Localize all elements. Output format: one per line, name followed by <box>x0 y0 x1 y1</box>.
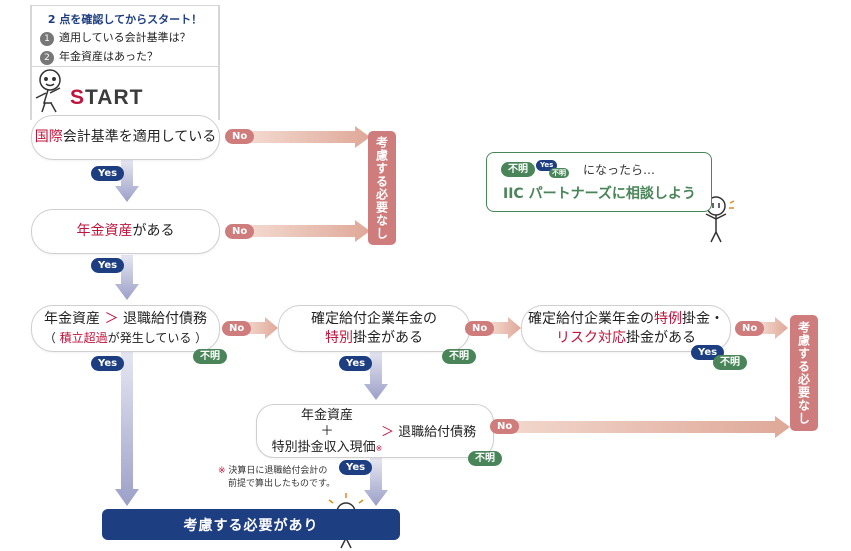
question-assets-vs-obligation: 年金資産 ＋ 特別掛金収入現価※ ＞ 退職給付債務 <box>256 404 494 458</box>
badge-no-q2: No <box>225 224 255 239</box>
note-mark: ※ <box>218 466 226 476</box>
q3-line1-b: 退職給付債務 <box>122 310 207 327</box>
badge-no-q6: No <box>490 419 520 434</box>
q6-line3: 特別掛金収入現価 <box>271 440 376 455</box>
consult-badge-unknown: 不明 <box>501 162 535 177</box>
q3-highlight: 積立超過 <box>59 330 108 345</box>
q3-open: （ <box>43 330 60 345</box>
header-item-1-text: 適用している会計基準は？ <box>59 31 191 44</box>
arrow-q4-no <box>490 317 521 339</box>
badge-unknown-q4: 不明 <box>442 349 476 364</box>
q5-highlight-1: 特例 <box>654 310 682 327</box>
badge-no-q4: No <box>465 321 495 336</box>
checklist-header: 2 点を確認してからスタート！ 1 適用している会計基準は？ 2 年金資産はあった？ <box>31 5 219 67</box>
start-character-icon <box>35 69 61 113</box>
badge-unknown-q3: 不明 <box>193 349 227 364</box>
q5-line1-b: 掛金・ <box>682 310 724 327</box>
q6-gt: ＞ <box>381 425 395 440</box>
q2-highlight: 年金資産 <box>76 223 133 239</box>
consult-badge-yes: Yes <box>536 160 558 171</box>
footnote: ※ 決算日に退職給付会計の 前提で算出したものです。 <box>218 465 335 491</box>
start-first-letter: S <box>70 86 86 109</box>
arrow-q2-no <box>250 220 370 242</box>
badge-no-q5: No <box>735 321 765 336</box>
start-label: START <box>70 86 143 110</box>
q2-text: がある <box>132 223 175 239</box>
question-ifrs: 国際会計基準を適用している <box>31 115 220 160</box>
header-item-1: 1 適用している会計基準は？ <box>40 29 210 46</box>
q1-text: 会計基準を適用している <box>62 129 217 145</box>
consult-box: 不明 Yes 不明 になったら… IIC パートナーズに相談しよう <box>486 152 712 212</box>
q1-highlight: 国際 <box>34 129 63 145</box>
q3-gt: ＞ <box>104 310 119 327</box>
note-line2: 前提で算出したものです。 <box>228 479 336 489</box>
consult-badge-unknown-small: 不明 <box>549 168 569 178</box>
badge-no-q3: No <box>222 321 252 336</box>
consult-title: IIC パートナーズに相談しよう <box>503 186 696 202</box>
badge-unknown-q6: 不明 <box>468 451 502 466</box>
q6-right-block: ＞ 退職給付債務 <box>381 423 476 442</box>
question-surplus: 年金資産 ＞ 退職給付債務 （ 積立超過が発生している ） <box>31 305 220 352</box>
arrow-q6-no <box>495 416 790 438</box>
question-special-contribution: 確定給付企業年金の 特別掛金がある <box>278 305 470 352</box>
outcome-none-top: 考慮する必要なし <box>368 131 396 245</box>
arrow-q5-no <box>760 317 788 339</box>
header-title: 2 点を確認してからスタート！ <box>47 13 203 26</box>
number-badge-2: 2 <box>40 51 54 65</box>
badge-yes-q2: Yes <box>91 258 125 273</box>
badge-unknown-q5: 不明 <box>713 355 747 370</box>
q6-plus: ＋ <box>320 424 334 439</box>
badge-yes-q3: Yes <box>91 356 125 371</box>
arrow-q3-no <box>245 317 278 339</box>
q6-mark: ※ <box>375 444 383 453</box>
start-rest: TART <box>85 86 144 109</box>
q5-line1-a: 確定給付企業年金の <box>528 310 654 327</box>
q4-rest: 掛金がある <box>353 329 423 346</box>
question-pension-assets: 年金資産がある <box>31 209 220 254</box>
header-item-2: 2 年金資産はあった？ <box>40 48 210 65</box>
q5-rest: 掛金がある <box>626 329 696 346</box>
arrow-q1-no <box>250 126 370 148</box>
arrow-q3-yes <box>115 352 139 506</box>
q5-highlight-2: リスク対応 <box>556 329 626 346</box>
consult-line1: になったら… <box>583 163 656 177</box>
header-item-2-text: 年金資産はあった？ <box>59 50 158 63</box>
badge-yes-q6: Yes <box>339 460 373 475</box>
q4-line1: 確定給付企業年金の <box>311 310 437 327</box>
q3-line1-a: 年金資産 <box>44 310 101 327</box>
outcome-none-right: 考慮する必要なし <box>790 315 818 431</box>
badge-yes-q4: Yes <box>339 356 373 371</box>
outcome-needed: 考慮する必要があり <box>102 509 400 540</box>
q4-highlight: 特別 <box>325 329 353 346</box>
q6-left-block: 年金資産 ＋ 特別掛金収入現価※ <box>263 408 391 457</box>
badge-no-q1: No <box>225 129 255 144</box>
question-risk-contribution: 確定給付企業年金の特例掛金・ リスク対応掛金がある <box>521 305 731 352</box>
q6-line1: 年金資産 <box>300 408 353 423</box>
q6-right: 退職給付債務 <box>398 425 477 440</box>
number-badge-1: 1 <box>40 32 54 46</box>
q3-rest: が発生している ） <box>107 330 208 345</box>
badge-yes-q1: Yes <box>91 166 125 181</box>
note-line1: 決算日に退職給付会計の <box>228 466 328 476</box>
